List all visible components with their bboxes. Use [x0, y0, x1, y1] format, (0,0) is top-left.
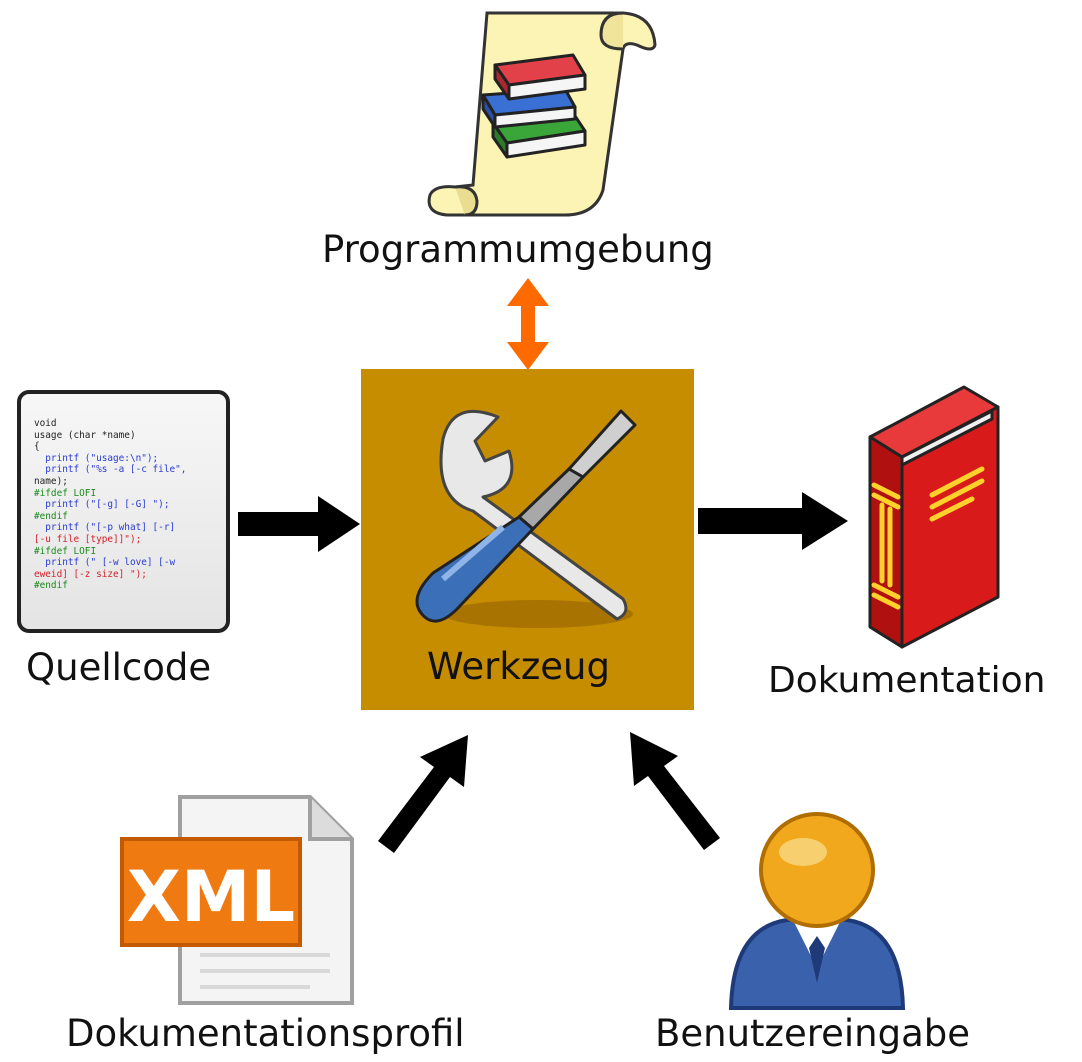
- xml-file-icon: XML: [120, 795, 354, 1005]
- red-book-icon: [868, 385, 1000, 649]
- bidirectional-arrow: [507, 278, 549, 370]
- source-code-document-icon: void usage (char *name) { printf ("usage…: [17, 390, 230, 633]
- arrow-profile-to-tool: [378, 735, 468, 853]
- tool-box: Werkzeug: [361, 369, 694, 710]
- user-icon: [728, 812, 906, 1010]
- arrow-user-to-tool: [630, 732, 720, 850]
- arrow-source-to-tool: [238, 496, 360, 552]
- xml-badge-text: XML: [127, 856, 295, 938]
- wrench-screwdriver-icon: [415, 409, 637, 628]
- books-on-scroll-icon: [427, 11, 657, 217]
- output-label: Dokumentation: [768, 660, 1046, 701]
- tool-label: Werkzeug: [427, 645, 610, 688]
- user-label: Benutzereingabe: [655, 1012, 971, 1055]
- code-snippet: void usage (char *name) { printf ("usage…: [34, 418, 187, 592]
- arrow-tool-to-output: [698, 492, 848, 550]
- profile-label: Dokumentationsprofil: [66, 1012, 465, 1055]
- source-label: Quellcode: [26, 646, 212, 689]
- environment-label: Programmumgebung: [322, 228, 714, 271]
